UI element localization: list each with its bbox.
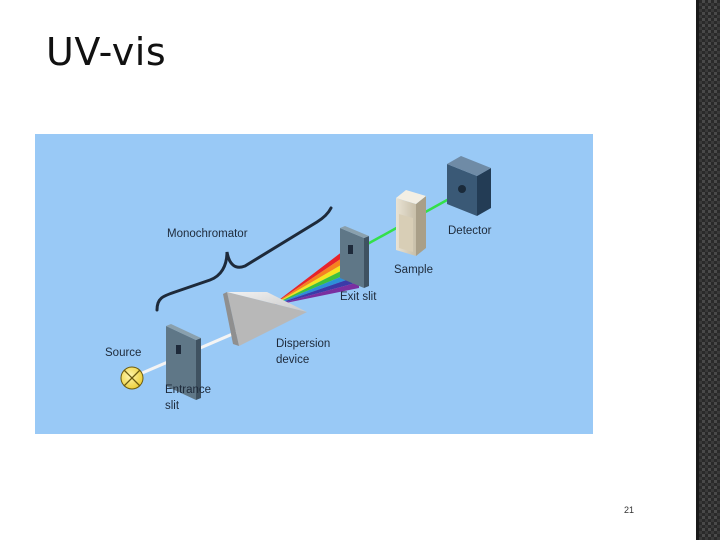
- sample-cuvette: [396, 190, 426, 256]
- exit-slit: [340, 226, 369, 288]
- page-number: 21: [624, 505, 635, 515]
- dispersion-prism: [223, 292, 307, 346]
- monochromator-brace: [155, 206, 333, 312]
- entrance-slit: [166, 324, 201, 400]
- dispersed-spectrum: [271, 248, 359, 306]
- label-dispersion-2: device: [276, 354, 309, 366]
- label-sample: Sample: [394, 264, 433, 276]
- label-source: Source: [105, 347, 141, 359]
- label-dispersion-1: Dispersion: [276, 338, 330, 350]
- label-exit-slit: Exit slit: [340, 291, 377, 303]
- right-edge-strip: [696, 0, 720, 540]
- detector-box: [447, 156, 491, 216]
- slide-title: UV-vis: [46, 30, 167, 74]
- uv-vis-spectrometer-diagram: Monochromator Source Entrance slit Dispe…: [35, 134, 593, 434]
- label-monochromator: Monochromator: [167, 228, 248, 240]
- label-detector: Detector: [448, 225, 492, 237]
- label-entrance-slit-1: Entrance: [165, 384, 211, 396]
- label-entrance-slit-2: slit: [165, 400, 180, 412]
- source-lamp-icon: [120, 366, 144, 390]
